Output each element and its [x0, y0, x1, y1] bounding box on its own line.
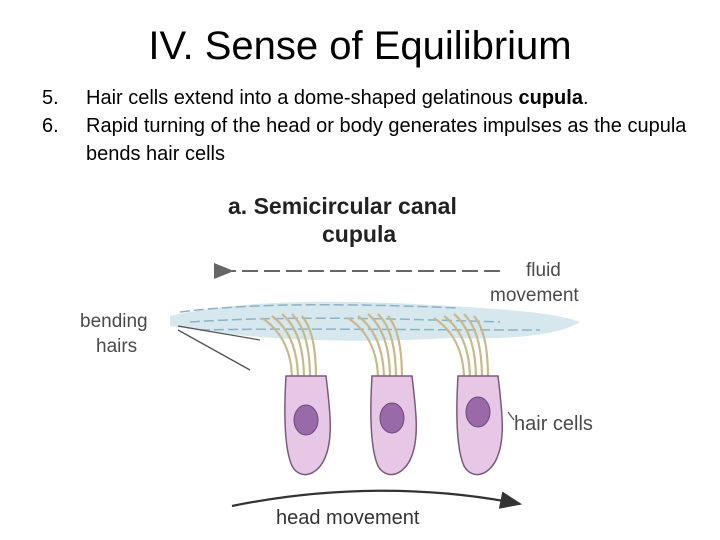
bending-pointer-1	[177, 325, 261, 341]
hair-bundle-3	[433, 313, 490, 381]
hair-cells-pointer	[507, 411, 515, 421]
bullet-list: 5. Hair cells extend into a dome-shaped g…	[42, 84, 702, 168]
bullet-text: Rapid turning of the head or body genera…	[86, 115, 687, 165]
hair-cell-1	[284, 375, 331, 476]
movement-label: movement	[490, 285, 579, 306]
fluid-label: fluid	[526, 260, 561, 281]
cupula-texture	[179, 303, 541, 331]
hair-bundle-2	[347, 313, 404, 381]
bending-pointer-2	[177, 329, 251, 371]
hair-bundle-1	[261, 313, 318, 381]
bullet-text-end: .	[582, 87, 589, 109]
bullet-number: 5.	[42, 87, 59, 109]
hair-cells-label: hair cells	[514, 413, 593, 435]
bullet-item-5: 5. Hair cells extend into a dome-shaped g…	[42, 84, 702, 112]
figure-subtitle-cupula: cupula	[322, 221, 396, 247]
hairs-label: hairs	[96, 336, 137, 357]
head-movement-label: head movement	[276, 507, 420, 529]
bullet-text: Hair cells extend into a dome-shaped gel…	[86, 87, 519, 109]
slide-title: IV. Sense of Equilibrium	[148, 24, 572, 68]
semicircular-canal-figure: a. Semicircular canal cupula fluid movem…	[80, 193, 593, 529]
bullet-term-cupula: cupula	[518, 87, 583, 109]
hair-cell-2	[370, 375, 417, 476]
hair-cell-3	[456, 375, 503, 476]
bullet-number: 6.	[42, 115, 59, 137]
bullet-item-6: 6. Rapid turning of the head or body gene…	[42, 112, 702, 168]
head-movement-arrow	[231, 489, 523, 509]
figure-title: a. Semicircular canal	[228, 193, 457, 219]
bending-label: bending	[80, 311, 148, 332]
